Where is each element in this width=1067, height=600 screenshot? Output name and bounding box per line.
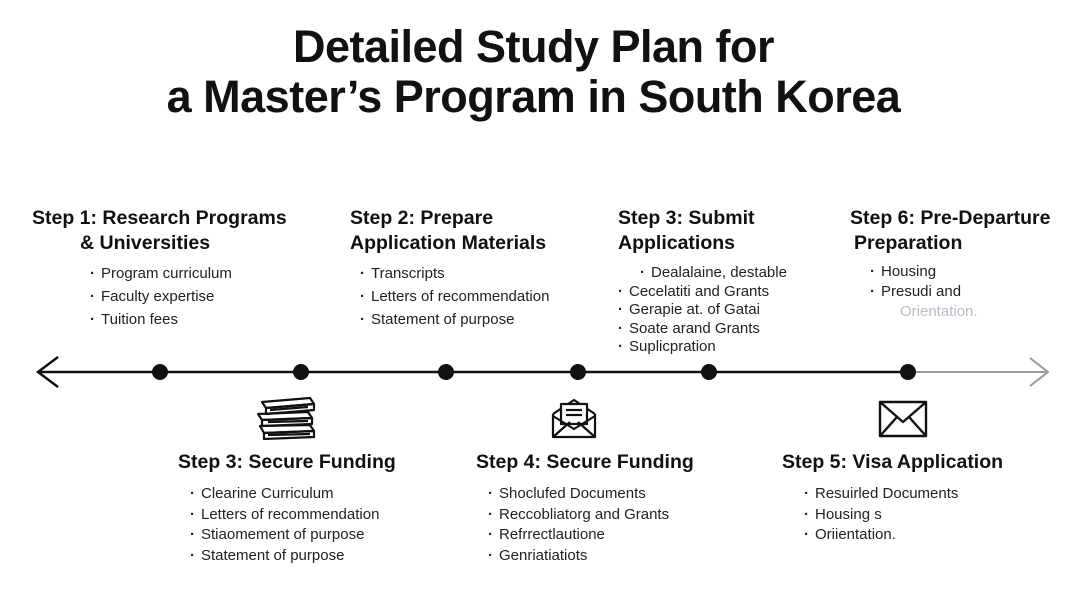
list-item: Refrrectlautione bbox=[488, 525, 694, 546]
document-envelope-icon bbox=[551, 398, 597, 439]
step-title: Step 5: Visa Application bbox=[782, 451, 1004, 473]
list-item: Reccobliatorg and Grants bbox=[488, 505, 694, 526]
list-item: Genriatiatiots bbox=[488, 546, 694, 567]
books-icon bbox=[256, 396, 316, 440]
list-item: Stiaomement of purpose bbox=[190, 525, 396, 546]
timeline-node bbox=[701, 364, 717, 380]
step-2-prepare: Step 2: Prepare Application Materials Tr… bbox=[350, 206, 549, 331]
step-title: Step 2: Prepare Application Materials bbox=[350, 206, 549, 256]
bullet-list: Program curriculum Faculty expertise Tui… bbox=[90, 262, 287, 331]
step-title-line: Step 2: Prepare bbox=[350, 207, 494, 229]
step-title: Step 3: Secure Funding bbox=[178, 451, 396, 473]
bullet-list: Transcripts Letters of recommendation St… bbox=[360, 262, 549, 331]
list-item: Tuition fees bbox=[90, 308, 287, 331]
step-title-line: & Universities bbox=[80, 232, 211, 254]
timeline-node bbox=[438, 364, 454, 380]
step-3-funding: Step 3: Secure Funding Clearine Curricul… bbox=[178, 450, 396, 566]
step-5-visa: Step 5: Visa Application Resuirled Docum… bbox=[782, 450, 1003, 546]
timeline-node bbox=[570, 364, 586, 380]
list-item: Housing bbox=[870, 262, 1050, 282]
list-item: Dealalaine, destable bbox=[640, 264, 787, 283]
bullet-list: Shoclufed Documents Reccobliatorg and Gr… bbox=[488, 484, 694, 566]
step-title: Step 6: Pre-Departure Preparation bbox=[850, 206, 1050, 256]
bullet-list: Resuirled Documents Housing s Oriientati… bbox=[804, 484, 1003, 546]
step-1-research: Step 1: Research Programs & Universities… bbox=[32, 206, 287, 331]
timeline-node bbox=[152, 364, 168, 380]
list-item: Statement of purpose bbox=[360, 308, 549, 331]
list-item: Gerapie at. of Gatai bbox=[618, 301, 787, 320]
step-title-line: Application Materials bbox=[350, 232, 547, 254]
list-item: Letters of recommendation bbox=[190, 505, 396, 526]
step-4-funding: Step 4: Secure Funding Shoclufed Documen… bbox=[476, 450, 694, 566]
bullet-list: Clearine Curriculum Letters of recommend… bbox=[190, 484, 396, 566]
list-item: Orientation. bbox=[900, 303, 978, 320]
list-item: Letters of recommendation bbox=[360, 285, 549, 308]
list-item: Housing s bbox=[804, 505, 1003, 526]
list-item: Resuirled Documents bbox=[804, 484, 1003, 505]
bullet-list: Housing Presudi and Orientation. bbox=[870, 262, 1050, 322]
timeline-arrow-left bbox=[35, 356, 59, 388]
list-item: Shoclufed Documents bbox=[488, 484, 694, 505]
page-title-line-2: a Master’s Program in South Korea bbox=[166, 71, 901, 122]
list-item: Statement of purpose bbox=[190, 546, 396, 567]
step-title-line: Applications bbox=[618, 232, 736, 254]
list-item: Presudi and bbox=[870, 282, 1050, 302]
timeline-node bbox=[900, 364, 916, 380]
step-title: Step 1: Research Programs & Universities bbox=[32, 206, 287, 256]
step-title-line: Step 3: Submit bbox=[618, 207, 755, 229]
envelope-icon bbox=[878, 400, 928, 438]
list-item: Faculty expertise bbox=[90, 285, 287, 308]
timeline-arrow-right bbox=[1029, 357, 1050, 387]
step-3-submit: Step 3: Submit Applications Dealalaine, … bbox=[618, 206, 787, 357]
step-6-pre-departure: Step 6: Pre-Departure Preparation Housin… bbox=[850, 206, 1050, 322]
list-item: Soate arand Grants bbox=[618, 320, 787, 339]
list-item: Suplicpration bbox=[618, 338, 787, 357]
list-item: Program curriculum bbox=[90, 262, 287, 285]
list-item: Oriientation. bbox=[804, 525, 1003, 546]
page-title: Detailed Study Plan for a Master’s Progr… bbox=[0, 22, 1067, 122]
page-title-line-1: Detailed Study Plan for bbox=[292, 21, 775, 72]
step-title-line: Step 6: Pre-Departure bbox=[850, 207, 1051, 229]
step-title-line: Preparation bbox=[854, 232, 963, 254]
list-item: Cecelatiti and Grants bbox=[618, 283, 787, 302]
step-title: Step 4: Secure Funding bbox=[476, 451, 694, 473]
step-title: Step 3: Submit Applications bbox=[618, 206, 787, 256]
bullet-list: Dealalaine, destable Cecelatiti and Gran… bbox=[618, 264, 787, 357]
list-item: Clearine Curriculum bbox=[190, 484, 396, 505]
step-title-line: Step 1: Research Programs bbox=[32, 207, 287, 229]
timeline-node bbox=[293, 364, 309, 380]
list-item: Transcripts bbox=[360, 262, 549, 285]
